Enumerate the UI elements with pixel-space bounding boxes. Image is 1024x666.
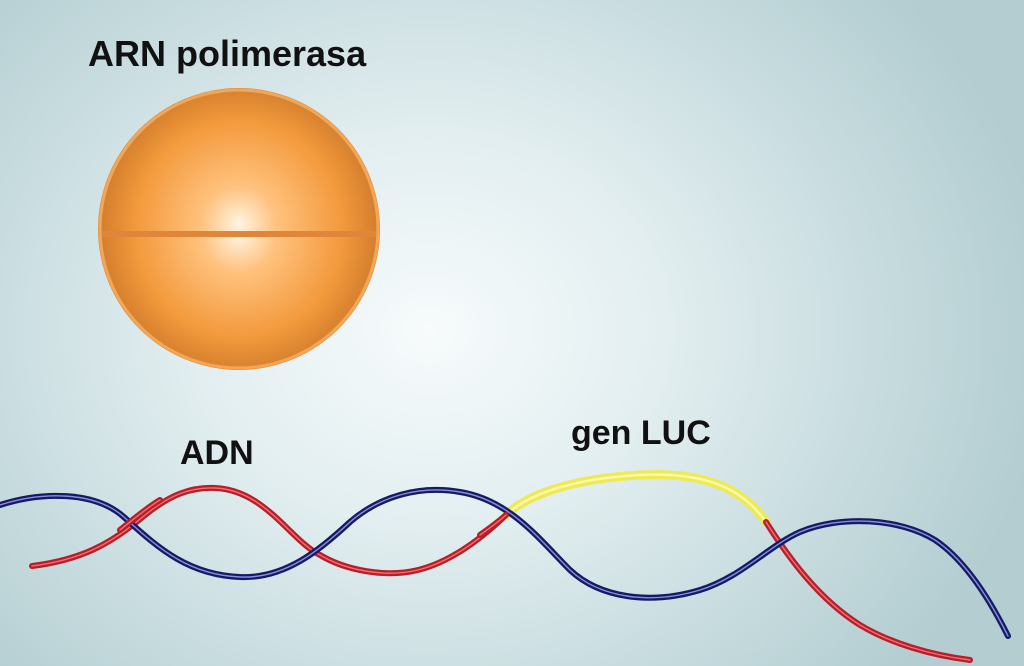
luc-gene-segment <box>501 470 771 527</box>
rna-polymerase-label: ARN polimerasa <box>88 33 367 74</box>
luc-gene-label: gen LUC <box>571 414 711 452</box>
dna-red-strand-end <box>763 519 973 663</box>
rna-polymerase-sphere <box>98 88 380 370</box>
dna-label: ADN <box>180 434 254 472</box>
dna-red-strand-front <box>117 497 509 538</box>
polymerase-upper-lobe <box>102 92 376 233</box>
polymerase-seam <box>102 231 376 237</box>
dna-navy-strand <box>0 486 1011 639</box>
dna-red-strand <box>29 484 509 577</box>
polymerase-rim <box>98 88 380 370</box>
polymerase-lower-lobe <box>102 236 376 366</box>
